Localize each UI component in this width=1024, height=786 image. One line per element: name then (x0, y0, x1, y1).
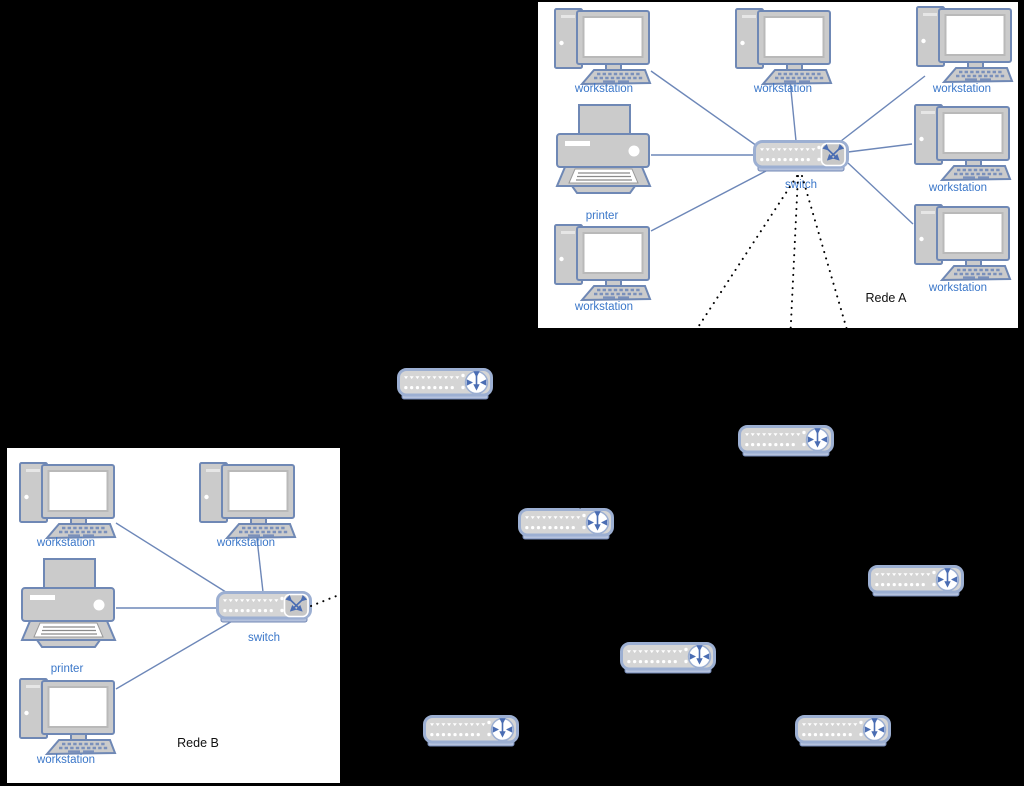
node-label: workstation (574, 83, 633, 95)
connection-edge (115, 522, 230, 595)
connection-edge (650, 70, 758, 147)
hub-node (870, 567, 963, 597)
connection-edge (115, 619, 235, 690)
network-name-label: Rede A (865, 291, 907, 305)
node-label: workstation (753, 83, 812, 95)
node-label: workstation (928, 282, 987, 294)
hub-node (622, 644, 715, 674)
node-label: printer (51, 663, 84, 675)
connection-edge (789, 79, 797, 142)
hub-node (520, 510, 613, 540)
dotted-link (578, 175, 798, 510)
node-label: printer (586, 210, 619, 222)
hub-node (797, 717, 890, 747)
connection-edge (847, 162, 914, 225)
node-label: workstation (216, 537, 275, 549)
switch-node (755, 142, 848, 172)
network-name-label: Rede B (177, 736, 219, 750)
hub-node (399, 370, 492, 400)
connection-edge (840, 75, 926, 142)
hub-node (425, 717, 518, 747)
dotted-link (310, 523, 520, 607)
node-label: workstation (928, 182, 987, 194)
hub-node (740, 427, 833, 457)
node-label: switch (248, 632, 280, 644)
connection-edge (847, 143, 913, 153)
connection-edge (255, 529, 264, 593)
node-label: workstation (36, 754, 95, 766)
node-label: switch (785, 179, 817, 191)
node-label: workstation (36, 537, 95, 549)
connection-edge (650, 170, 767, 232)
switch-node (218, 593, 311, 623)
node-label: workstation (574, 301, 633, 313)
dotted-link (785, 175, 799, 427)
node-label: workstation (932, 83, 991, 95)
